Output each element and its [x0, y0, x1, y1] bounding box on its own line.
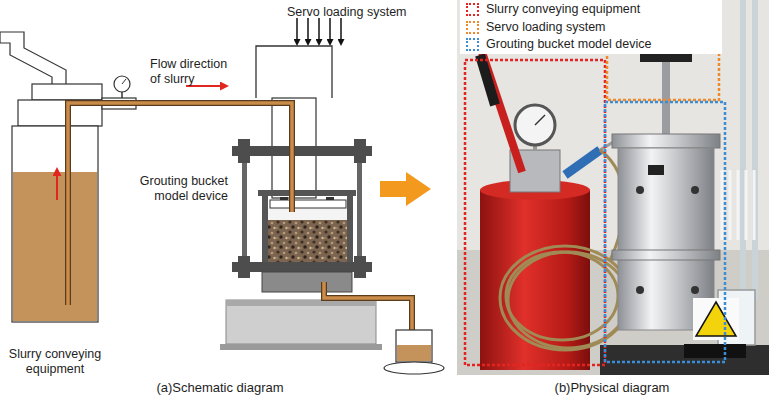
legend-swatch	[466, 38, 479, 51]
legend-label: Servo loading system	[486, 20, 606, 35]
equipment-node: Slurry conveying equipment	[10, 85, 135, 325]
legend-row: Slurry conveying equipment	[466, 2, 640, 17]
panel-caption: (b)Physical diagram	[512, 380, 712, 395]
node-label: Servo loading system	[287, 5, 437, 20]
lab-photo	[457, 0, 769, 375]
legend-label: Slurry conveying equipment	[486, 2, 640, 17]
panel-caption: (a)Schematic diagram	[120, 380, 320, 395]
equipment-node: Grouting bucket model device	[230, 148, 375, 348]
legend-row: Grouting bucket model device	[466, 37, 651, 52]
legend-swatch	[466, 3, 479, 16]
node-label: Grouting bucket model device	[130, 174, 228, 204]
equipment-node: Servo loading system	[255, 45, 333, 98]
slurry-tank	[0, 32, 136, 322]
node-label: Slurry conveying equipment	[0, 347, 115, 377]
flow-label: Flow direction of slurry	[150, 57, 236, 87]
legend-row: Servo loading system	[466, 20, 606, 35]
servo-loader	[256, 18, 341, 198]
pipe-outline	[135, 103, 292, 148]
legend-label: Grouting bucket model device	[486, 37, 651, 52]
slurry-pipe	[135, 103, 292, 148]
block-arrow	[380, 172, 431, 206]
legend-swatch	[466, 21, 479, 34]
grouting-bucket	[220, 139, 444, 374]
